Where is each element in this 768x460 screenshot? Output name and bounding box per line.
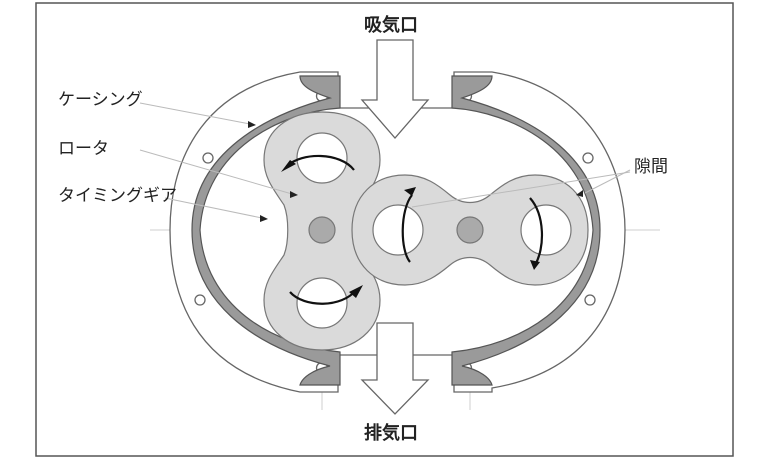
right-rotor-shaft <box>456 216 484 244</box>
clearance-label: 隙間 <box>634 157 668 177</box>
right-rotor-left-rotation-arrow <box>401 194 413 263</box>
intake-flow-arrow <box>360 39 430 139</box>
rotation-arrowheads <box>281 160 540 298</box>
leader-tips <box>248 121 583 222</box>
rotor-label: ロータ <box>58 139 109 159</box>
casing-leader-line <box>139 102 251 125</box>
timing-gear-label: タイミングギア <box>58 186 177 206</box>
exhaust-port-label: 排気口 <box>364 423 418 444</box>
left-rotor-upper-lobe-hole <box>296 132 348 184</box>
left-rotor-shaft <box>308 216 336 244</box>
right-rotor-right-lobe-hole <box>520 204 572 256</box>
timing-gear-leader-line <box>164 197 263 219</box>
rotor-leader-line <box>139 149 293 195</box>
clearance-leader-line-2 <box>411 171 631 208</box>
right-rotor-left-lobe-hole <box>372 204 424 256</box>
casing <box>191 75 601 386</box>
exhaust-flow-arrow <box>360 322 430 415</box>
left-rotor-bottom-rotation-arrow <box>289 289 357 305</box>
right-rotor <box>351 174 589 286</box>
leader-lines <box>139 102 631 219</box>
figure-frame <box>35 2 734 457</box>
right-rotor-right-rotation-arrow <box>529 197 544 266</box>
clearance-leader-line-1 <box>584 169 631 194</box>
intake-port-label: 吸気口 <box>364 15 418 36</box>
casing-label: ケーシング <box>58 90 143 110</box>
